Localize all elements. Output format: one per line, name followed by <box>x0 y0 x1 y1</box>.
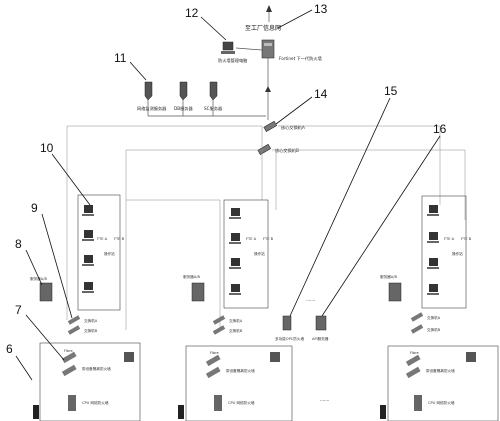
svg-text:交换机B: 交换机B <box>229 328 243 333</box>
svg-text:带设备隔离防火墙: 带设备隔离防火墙 <box>226 368 255 373</box>
callouts: 12 13 11 14 15 16 10 9 8 7 6 <box>6 2 447 381</box>
svg-text:交换机A: 交换机A <box>84 318 98 323</box>
svg-text:服务器A/B: 服务器A/B <box>183 274 200 279</box>
operator-pcs-right <box>427 205 439 295</box>
callout-6: 6 <box>6 342 13 356</box>
top-servers: 网络监测服务器 DB服务器 SC服务器 <box>137 81 266 117</box>
svg-text:Fibre: Fibre <box>64 349 73 353</box>
callout-16: 16 <box>433 122 447 136</box>
admin-pc-label: 防火墙管理电脑 <box>218 57 247 64</box>
internet-label: 至工厂信息网 <box>245 24 281 32</box>
svg-text:DB服务器: DB服务器 <box>174 105 193 112</box>
switches-left: 交换机A 交换机B <box>67 315 98 335</box>
svg-text:交换机B: 交换机B <box>427 327 441 332</box>
svg-text:网络监测服务器: 网络监测服务器 <box>137 105 167 112</box>
svg-text:FTE B: FTE B <box>461 237 472 241</box>
svg-text:FTE B: FTE B <box>114 237 125 241</box>
api-server: API服务器 <box>312 315 329 341</box>
svg-text:操作站: 操作站 <box>254 251 265 256</box>
callout-8: 8 <box>15 237 22 251</box>
operator-pcs-left <box>82 205 94 293</box>
backbone-wiring <box>66 125 466 330</box>
station-middle: FTE A 操作站 FTE B 服务器A/B 交换机A 交换机B 多功能OPC防… <box>178 199 329 421</box>
internet-uplink: 至工厂信息网 <box>245 5 281 32</box>
monitor-server: 网络监测服务器 <box>137 81 167 112</box>
firewall-admin-pc: 防火墙管理电脑 <box>218 41 263 64</box>
svg-text:CPU 网络防火墙: CPU 网络防火墙 <box>428 400 455 405</box>
callout-7: 7 <box>15 303 22 317</box>
core-switch-a-label: 核心交换机A <box>281 124 305 131</box>
callout-9: 9 <box>31 201 38 215</box>
svg-text:带设备隔离防火墙: 带设备隔离防火墙 <box>82 366 111 371</box>
callout-15: 15 <box>384 84 398 98</box>
svg-text:交换机A: 交换机A <box>229 318 243 323</box>
callout-11: 11 <box>114 51 127 65</box>
core-switch-b-label: 核心交换机B <box>275 147 299 154</box>
firewall-device: Fortinet 下一代防火墙 <box>261 39 322 62</box>
svg-text:FTE A: FTE A <box>444 237 455 241</box>
ellipsis-bottom: ······· <box>320 398 329 403</box>
svg-text:操作站: 操作站 <box>452 251 463 256</box>
multifunction-firewall: 多功能OPC防火墙 <box>275 315 304 341</box>
svg-text:Fibre: Fibre <box>410 351 419 355</box>
svg-text:SC服务器: SC服务器 <box>204 105 223 112</box>
svg-text:FTE A: FTE A <box>246 237 257 241</box>
svg-text:FTE B: FTE B <box>263 237 274 241</box>
svg-text:多功能OPC防火墙: 多功能OPC防火墙 <box>275 336 304 341</box>
callout-14: 14 <box>314 87 328 101</box>
svg-text:API服务器: API服务器 <box>312 336 329 341</box>
operator-pcs-middle <box>229 208 241 295</box>
svg-text:FTE A: FTE A <box>97 237 108 241</box>
sc-server: SC服务器 <box>204 81 223 112</box>
svg-text:Fibre: Fibre <box>210 351 219 355</box>
svg-text:CPU 网络防火墙: CPU 网络防火墙 <box>228 400 255 405</box>
svg-text:CPU 网络防火墙: CPU 网络防火墙 <box>82 400 109 405</box>
callout-12: 12 <box>185 6 199 20</box>
svg-text:交换机B: 交换机B <box>84 328 98 333</box>
ellipsis-middle: ······· <box>306 298 315 303</box>
firewall-label: Fortinet 下一代防火墙 <box>279 55 322 62</box>
svg-text:交换机A: 交换机A <box>427 315 441 320</box>
callout-13: 13 <box>314 2 328 16</box>
svg-text:带设备隔离防火墙: 带设备隔离防火墙 <box>426 368 455 373</box>
db-server: DB服务器 <box>174 81 193 112</box>
station-left: FTE A 操作站 FTE B 服务器A/B 交换机A 交换机B Fibre 带… <box>30 194 141 421</box>
callout-10: 10 <box>40 141 54 155</box>
core-switches: 核心交换机A 核心交换机B <box>257 120 305 155</box>
svg-text:操作站: 操作站 <box>104 251 115 256</box>
station-right: FTE A 操作站 FTE B 服务器A/B 交换机A 交换机B Fibre 带… <box>380 195 499 421</box>
svg-text:服务器A/B: 服务器A/B <box>380 274 397 279</box>
server-left: 服务器A/B <box>30 276 53 302</box>
